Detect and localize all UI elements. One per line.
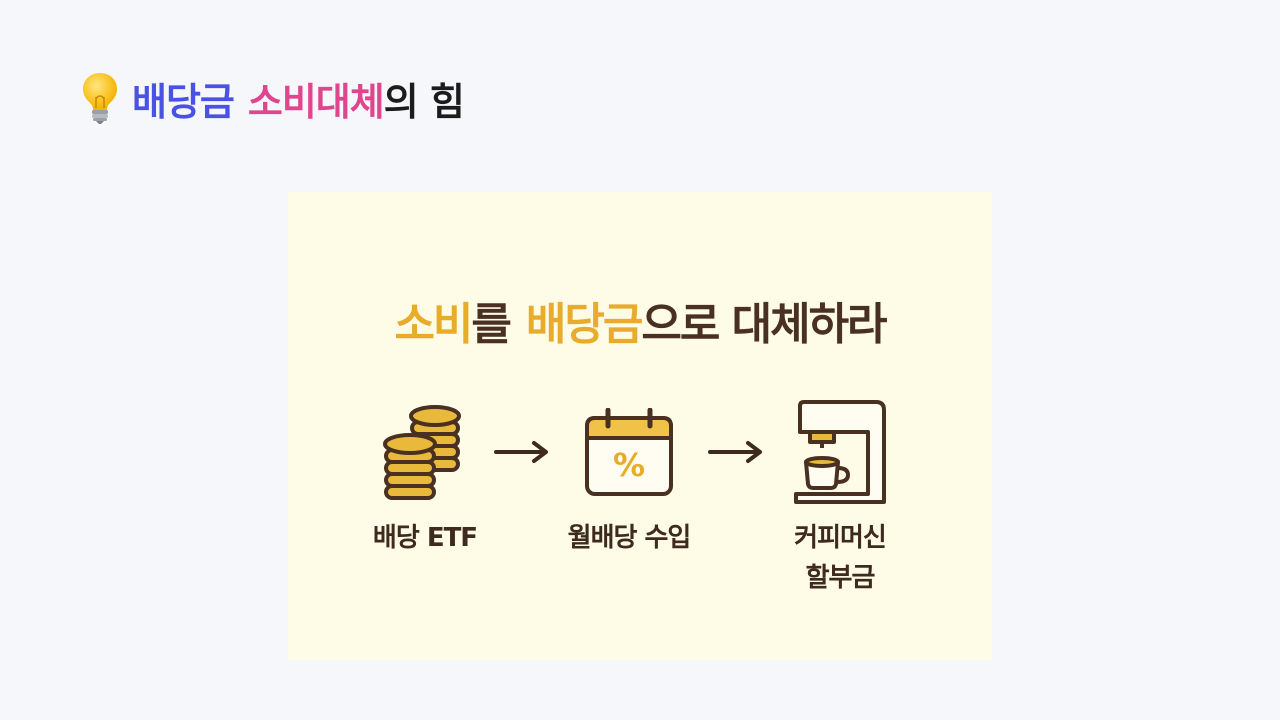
headline-dividend: 배당금 xyxy=(525,299,643,350)
headline-consumption: 소비 xyxy=(394,299,473,350)
headline-particle: 를 xyxy=(471,299,512,350)
page-title: 배당금 소비대체 의 힘 xyxy=(80,70,465,126)
step-label-line: 커피머신 xyxy=(794,523,887,553)
step-label-line: 할부금 xyxy=(805,563,876,593)
coin-stack-icon xyxy=(383,405,461,500)
svg-text:%: % xyxy=(613,446,645,484)
title-consumption-replacement: 소비대체 xyxy=(247,79,385,124)
infographic-headline: 소비를 배당금으로 대체하라 xyxy=(288,288,992,352)
title-dividend: 배당금 xyxy=(132,79,235,124)
coffee-machine-icon xyxy=(794,400,886,504)
arrow-right-icon xyxy=(494,441,548,463)
step-label-monthly-income: 월배당 수입 xyxy=(567,523,692,553)
step-label-dividend-etf: 배당 ETF xyxy=(372,523,478,553)
lightbulb-icon xyxy=(83,73,117,124)
infographic-card: 소비를 배당금으로 대체하라 % xyxy=(288,192,992,660)
step-label-coffee-machine: 커피머신 할부금 xyxy=(755,518,925,598)
arrow-right-icon xyxy=(708,441,762,463)
title-power: 의 힘 xyxy=(383,79,465,124)
headline-replace: 으로 대체하라 xyxy=(641,299,887,350)
calendar-percent-icon: % xyxy=(585,408,673,496)
